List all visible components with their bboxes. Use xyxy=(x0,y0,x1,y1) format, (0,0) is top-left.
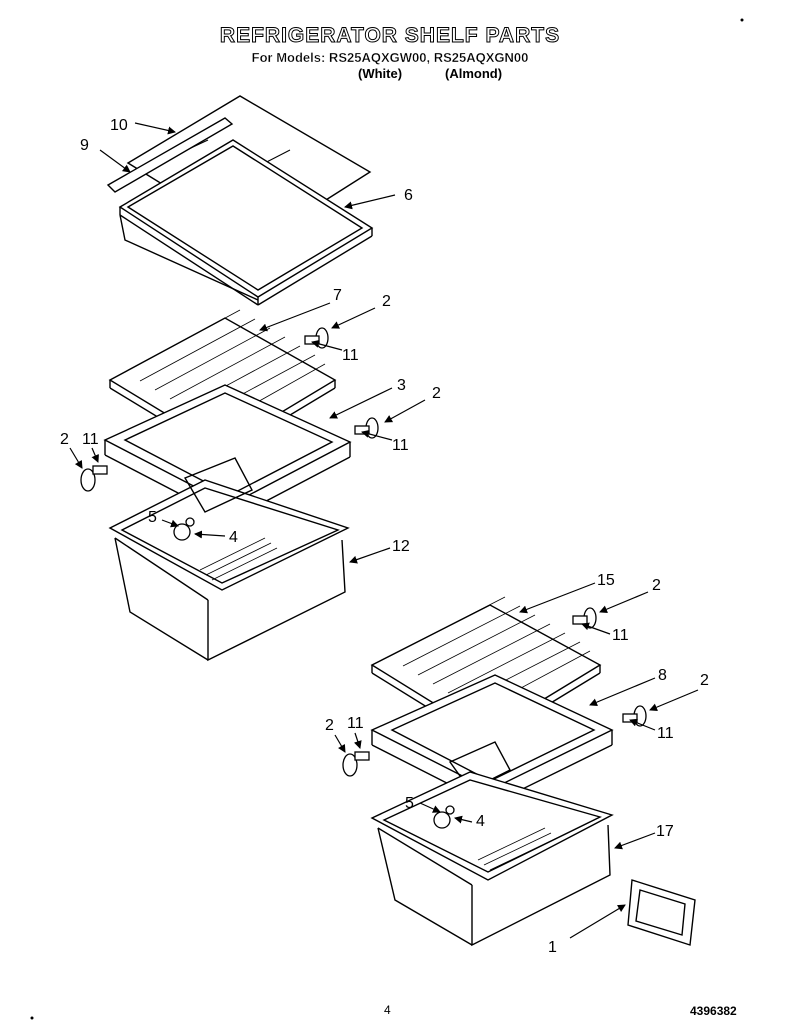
callout-8: 8 xyxy=(658,667,667,684)
document-number: 4396382 xyxy=(690,1004,737,1018)
color-label-almond: (Almond) xyxy=(445,66,503,81)
callout-2-d: 2 xyxy=(652,577,661,594)
callout-11-e: 11 xyxy=(657,725,674,742)
glass-shelf-assembly xyxy=(106,95,374,306)
label-holder-part xyxy=(627,879,696,946)
callout-numbers: 10 9 6 7 2 11 3 2 11 2 11 5 4 12 15 2 11… xyxy=(60,117,709,956)
callout-2-e: 2 xyxy=(700,672,709,689)
scan-speck xyxy=(740,18,744,22)
callout-11-d: 11 xyxy=(612,627,629,644)
callout-17: 17 xyxy=(656,823,674,840)
callout-2-a: 2 xyxy=(382,293,391,310)
callout-4-a: 4 xyxy=(229,529,238,546)
callout-11-a: 11 xyxy=(342,347,359,364)
callout-12: 12 xyxy=(392,538,410,555)
scan-speck xyxy=(30,1016,34,1020)
callout-15: 15 xyxy=(597,572,615,589)
callout-7: 7 xyxy=(333,287,342,304)
lower-crisper-pan xyxy=(370,771,614,947)
color-label-white: (White) xyxy=(358,66,403,81)
callout-3: 3 xyxy=(397,377,406,394)
callout-5-a: 5 xyxy=(148,509,157,526)
callout-9: 9 xyxy=(80,137,89,154)
callout-4-b: 4 xyxy=(476,813,485,830)
callout-11-f: 11 xyxy=(347,715,364,732)
callout-5-b: 5 xyxy=(405,795,414,812)
models-line: For Models: RS25AQXGW00, RS25AQXGN00 xyxy=(251,50,529,65)
leader-lines xyxy=(69,122,699,939)
page-title: REFRIGERATOR SHELF PARTS xyxy=(219,24,561,48)
page-number: 4 xyxy=(384,1003,391,1017)
callout-10: 10 xyxy=(110,117,128,134)
callout-2-b: 2 xyxy=(432,385,441,402)
callout-11-b: 11 xyxy=(392,437,409,454)
upper-crisper-pan xyxy=(108,457,350,662)
callout-6: 6 xyxy=(404,187,413,204)
callout-2-f: 2 xyxy=(325,717,334,734)
callout-2-c: 2 xyxy=(60,431,69,448)
callout-11-c: 11 xyxy=(82,431,99,448)
upper-crisper-frame xyxy=(103,384,352,521)
callout-1: 1 xyxy=(548,939,557,956)
